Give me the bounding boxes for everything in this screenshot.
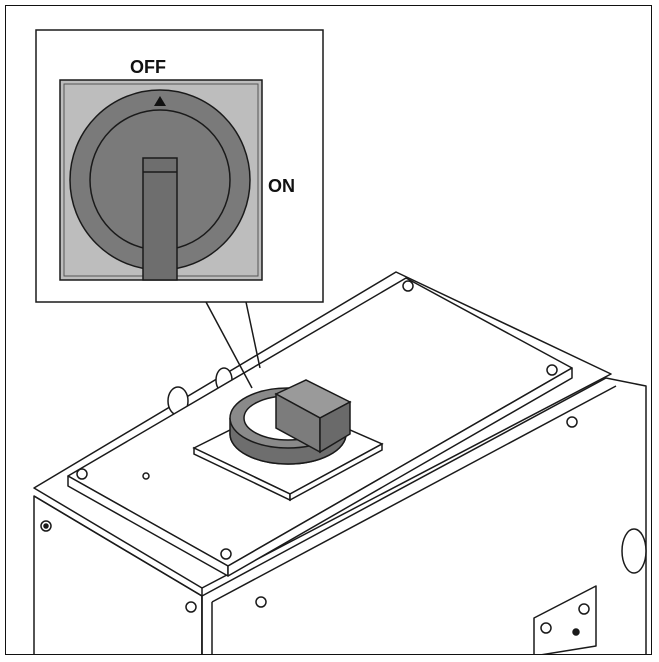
mounting-bracket bbox=[533, 585, 597, 654]
callout-lines bbox=[205, 301, 261, 389]
off-marker-triangle bbox=[154, 96, 166, 106]
off-label: OFF bbox=[130, 57, 166, 77]
small-hole bbox=[142, 472, 150, 480]
screw bbox=[220, 548, 232, 560]
switch-illustration: OFF ON bbox=[33, 29, 647, 654]
screw bbox=[546, 364, 558, 376]
screw bbox=[76, 468, 88, 480]
screw bbox=[43, 523, 49, 529]
on-label: ON bbox=[268, 176, 295, 196]
inset-detail: OFF ON bbox=[35, 29, 324, 303]
screw bbox=[566, 416, 578, 428]
screw bbox=[185, 601, 197, 613]
knob-handle bbox=[142, 157, 178, 281]
illustration-frame: OFF ON bbox=[5, 5, 652, 655]
screw bbox=[255, 596, 267, 608]
screw bbox=[402, 280, 414, 292]
switch-base bbox=[192, 379, 384, 502]
cable-gland-right bbox=[621, 528, 647, 574]
